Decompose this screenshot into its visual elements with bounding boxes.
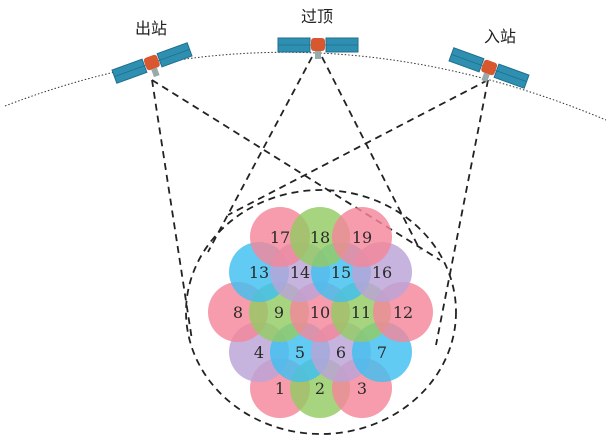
cell-number: 10 (310, 303, 330, 322)
beam-entry-left (228, 80, 488, 215)
cell-number: 9 (274, 303, 284, 322)
cell-number: 15 (331, 263, 351, 282)
cell-number: 16 (372, 263, 392, 282)
cell-number: 13 (249, 263, 269, 282)
satellite-overhead (278, 38, 358, 59)
cell-number: 1 (275, 379, 285, 398)
cell-number: 19 (352, 228, 372, 247)
label-overhead: 过顶 (301, 7, 333, 26)
cell-number: 14 (290, 263, 310, 282)
cell-number: 3 (357, 379, 367, 398)
cell-number: 5 (295, 343, 305, 362)
cell-number: 11 (351, 303, 371, 322)
cell-number: 17 (270, 228, 290, 247)
cell-number: 12 (393, 303, 413, 322)
satellite-body (311, 38, 325, 51)
beam-entry-right (436, 80, 488, 345)
label-entry: 入站 (484, 27, 516, 46)
cell-number: 7 (377, 343, 387, 362)
cell-number: 8 (233, 303, 243, 322)
orbit-arc (5, 52, 606, 120)
cell-number: 6 (336, 343, 346, 362)
cell-number: 2 (315, 379, 325, 398)
cell-number: 18 (310, 228, 330, 247)
cell-number: 4 (254, 343, 264, 362)
cell-19: 19 (332, 207, 392, 267)
label-exit: 出站 (135, 19, 167, 38)
